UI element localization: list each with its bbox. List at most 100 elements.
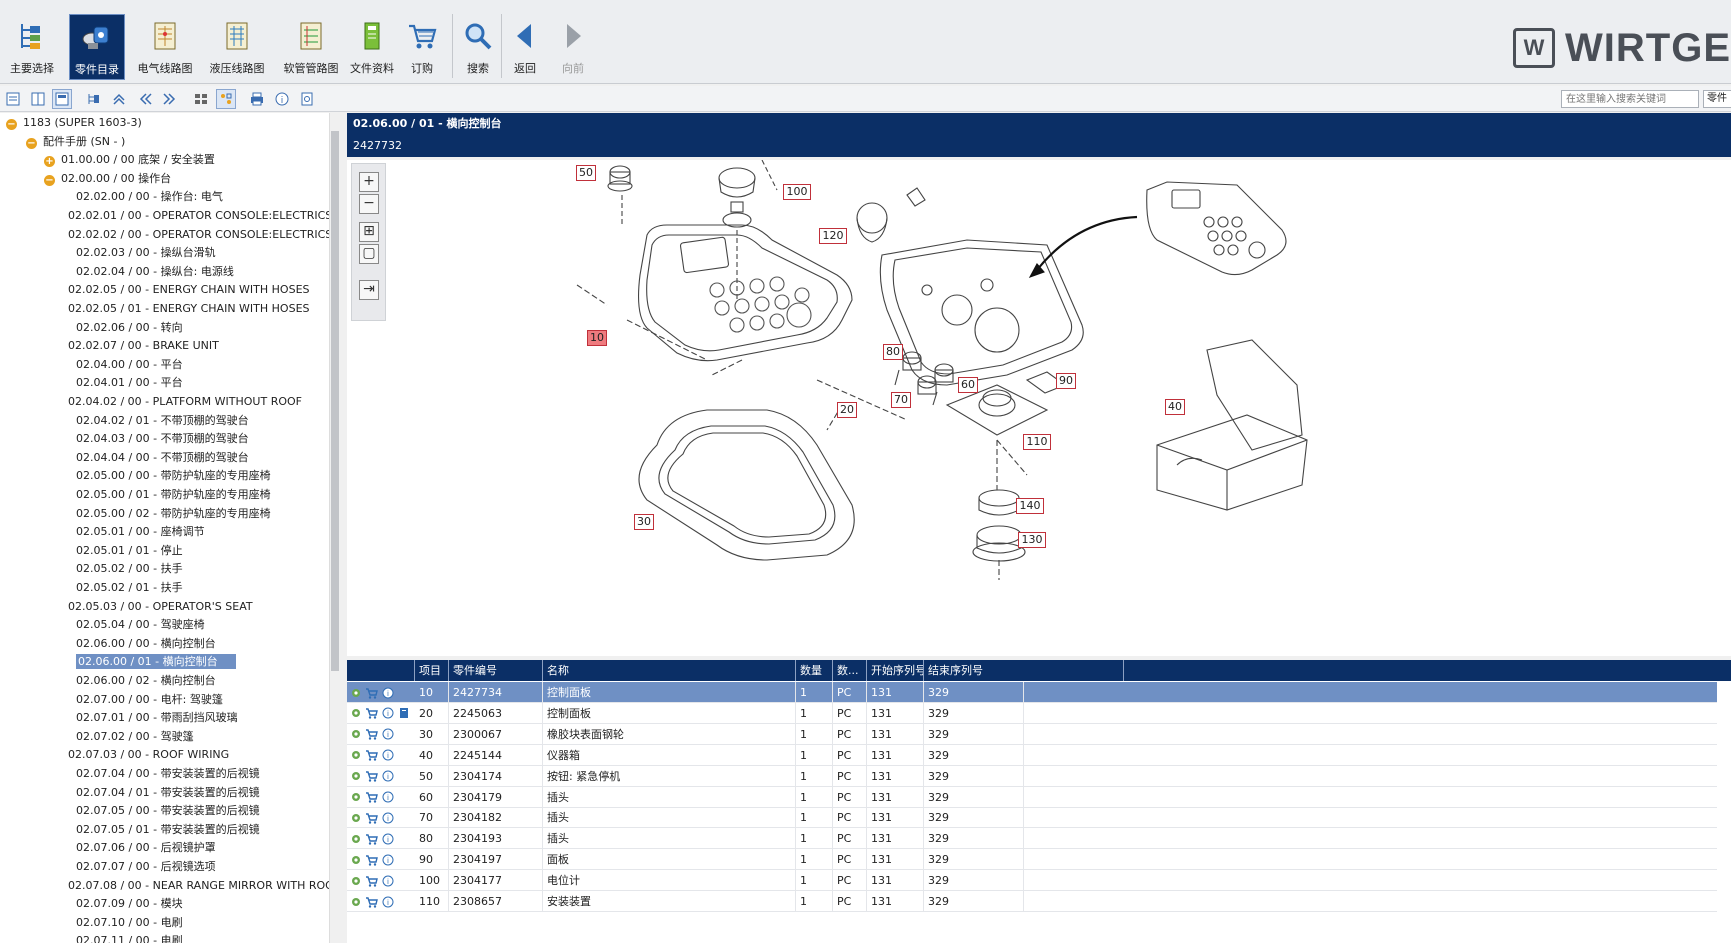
search-input[interactable]	[1561, 90, 1699, 108]
collapse-icon[interactable]: −	[44, 174, 55, 186]
tree-item[interactable]: 02.05.00 / 02 - 带防护轨座的专用座椅	[76, 505, 271, 523]
info-icon[interactable]: i	[272, 89, 292, 109]
column-header[interactable]: 数量	[796, 660, 833, 681]
column-header[interactable]: 项目	[415, 660, 449, 681]
detail-gear-icon[interactable]	[349, 791, 362, 804]
collapse-up-icon[interactable]	[109, 89, 129, 109]
fit-window-button[interactable]: ⊞	[359, 222, 379, 242]
tree-item[interactable]: 02.06.00 / 00 - 横向控制台	[76, 635, 216, 653]
toolbar-button-hose-diagram[interactable]: 软管管路图	[278, 14, 344, 80]
add-to-cart-icon[interactable]	[365, 853, 378, 866]
tree-item[interactable]: 02.07.04 / 00 - 带安装装置的后视镜	[76, 765, 260, 783]
grid-view-icon[interactable]	[191, 89, 211, 109]
tree-item[interactable]: 02.05.00 / 00 - 带防护轨座的专用座椅	[76, 467, 271, 485]
callout-item-90[interactable]: 90	[1056, 373, 1076, 389]
add-to-cart-icon[interactable]	[365, 707, 378, 720]
view-split-icon[interactable]	[28, 89, 48, 109]
tree-item[interactable]: 02.06.00 / 01 - 横向控制台	[76, 653, 236, 671]
info-icon[interactable]: i	[381, 770, 394, 783]
toolbar-button-search[interactable]: 搜索	[460, 14, 496, 80]
collapse-icon[interactable]: −	[6, 119, 17, 130]
info-icon[interactable]: i	[381, 874, 394, 887]
column-header[interactable]: 结束序列号	[924, 660, 1124, 681]
info-icon[interactable]: i	[381, 707, 394, 720]
toolbar-button-back[interactable]: 返回	[507, 14, 543, 80]
info-icon[interactable]: i	[381, 749, 394, 762]
toolbar-button-documents[interactable]: 文件资料	[346, 14, 398, 80]
tree-item[interactable]: 02.04.02 / 01 - 不带顶棚的驾驶台	[76, 412, 249, 430]
add-to-cart-icon[interactable]	[365, 874, 378, 887]
tree-item[interactable]: 02.02.07 / 00 - BRAKE UNIT	[68, 337, 219, 355]
tree-item[interactable]: 02.04.03 / 00 - 不带顶棚的驾驶台	[76, 430, 249, 448]
detail-gear-icon[interactable]	[349, 811, 362, 824]
tree-item[interactable]: 02.07.00 / 00 - 电杆: 驾驶篷	[76, 691, 223, 709]
callout-item-50[interactable]: 50	[576, 165, 596, 181]
add-to-cart-icon[interactable]	[365, 811, 378, 824]
expand-icon[interactable]: +	[44, 156, 55, 168]
callout-item-20[interactable]: 20	[837, 402, 857, 418]
callout-item-140[interactable]: 140	[1016, 498, 1044, 514]
tree-scrollbar-thumb[interactable]	[331, 131, 339, 671]
info-icon[interactable]: i	[381, 853, 394, 866]
info-icon[interactable]: i	[381, 728, 394, 741]
tree-item[interactable]: 02.02.05 / 01 - ENERGY CHAIN WITH HOSES	[68, 300, 310, 318]
tree-item[interactable]: 02.07.05 / 01 - 带安装装置的后视镜	[76, 821, 260, 839]
detail-gear-icon[interactable]	[349, 749, 362, 762]
tree-item[interactable]: 02.04.01 / 00 - 平台	[76, 374, 183, 392]
add-to-cart-icon[interactable]	[365, 791, 378, 804]
tree-item[interactable]: 02.07.04 / 01 - 带安装装置的后视镜	[76, 784, 260, 802]
add-to-cart-icon[interactable]	[365, 832, 378, 845]
callout-item-130[interactable]: 130	[1018, 532, 1046, 548]
tree-item[interactable]: 02.04.02 / 00 - PLATFORM WITHOUT ROOF	[68, 393, 302, 411]
zoom-out-button[interactable]: −	[359, 194, 379, 214]
detail-gear-icon[interactable]	[349, 770, 362, 783]
search-field-selector[interactable]: 零件编	[1703, 90, 1731, 108]
tree-item[interactable]: 02.07.10 / 00 - 电刷	[76, 914, 183, 932]
tree-item[interactable]: 02.05.01 / 00 - 座椅调节	[76, 523, 205, 541]
tree-item[interactable]: 02.02.00 / 00 - 操作台: 电气	[76, 188, 223, 206]
previous-page-icon[interactable]	[135, 89, 155, 109]
column-header[interactable]: 数...	[833, 660, 867, 681]
tree-item[interactable]: 02.05.02 / 00 - 扶手	[76, 560, 183, 578]
tree-item[interactable]: 02.02.06 / 00 - 转向	[76, 319, 183, 337]
view-detail-icon[interactable]	[52, 89, 72, 109]
tree-item[interactable]: 02.02.05 / 00 - ENERGY CHAIN WITH HOSES	[68, 281, 310, 299]
tree-item[interactable]: −1183 (SUPER 1603-3)	[6, 114, 142, 132]
info-icon[interactable]: i	[381, 791, 394, 804]
toolbar-button-main-select[interactable]: 主要选择	[2, 14, 62, 80]
tree-item[interactable]: 02.02.03 / 00 - 操纵台滑轨	[76, 244, 216, 262]
callout-item-10[interactable]: 10	[587, 330, 607, 346]
tree-item[interactable]: −配件手册 (SN - )	[26, 133, 125, 151]
detail-gear-icon[interactable]	[349, 832, 362, 845]
column-header[interactable]: 开始序列号	[867, 660, 924, 681]
tree-structure-icon[interactable]	[84, 89, 104, 109]
detail-gear-icon[interactable]	[349, 707, 362, 720]
column-header[interactable]: 零件编号	[449, 660, 543, 681]
callout-item-80[interactable]: 80	[883, 344, 903, 360]
toolbar-button-hydraulic-diagram[interactable]: 液压线路图	[204, 14, 270, 80]
toolbar-button-electrical-diagram[interactable]: 电气线路图	[132, 14, 198, 80]
tree-scrollbar[interactable]	[329, 113, 340, 943]
tree-item[interactable]: −02.00.00 / 00 操作台	[44, 170, 171, 188]
next-page-icon[interactable]	[160, 89, 180, 109]
info-icon[interactable]: i	[381, 895, 394, 908]
collapse-icon[interactable]: −	[26, 137, 37, 149]
add-to-cart-icon[interactable]	[365, 749, 378, 762]
callout-item-60[interactable]: 60	[958, 377, 978, 393]
detail-gear-icon[interactable]	[349, 686, 362, 699]
add-to-cart-icon[interactable]	[365, 770, 378, 783]
callout-item-30[interactable]: 30	[634, 514, 654, 530]
print-icon[interactable]	[247, 89, 267, 109]
callout-item-120[interactable]: 120	[819, 228, 847, 244]
tree-item[interactable]: 02.07.05 / 00 - 带安装装置的后视镜	[76, 802, 260, 820]
tree-item[interactable]: 02.06.00 / 02 - 横向控制台	[76, 672, 216, 690]
detail-gear-icon[interactable]	[349, 874, 362, 887]
tree-item[interactable]: 02.05.04 / 00 - 驾驶座椅	[76, 616, 205, 634]
